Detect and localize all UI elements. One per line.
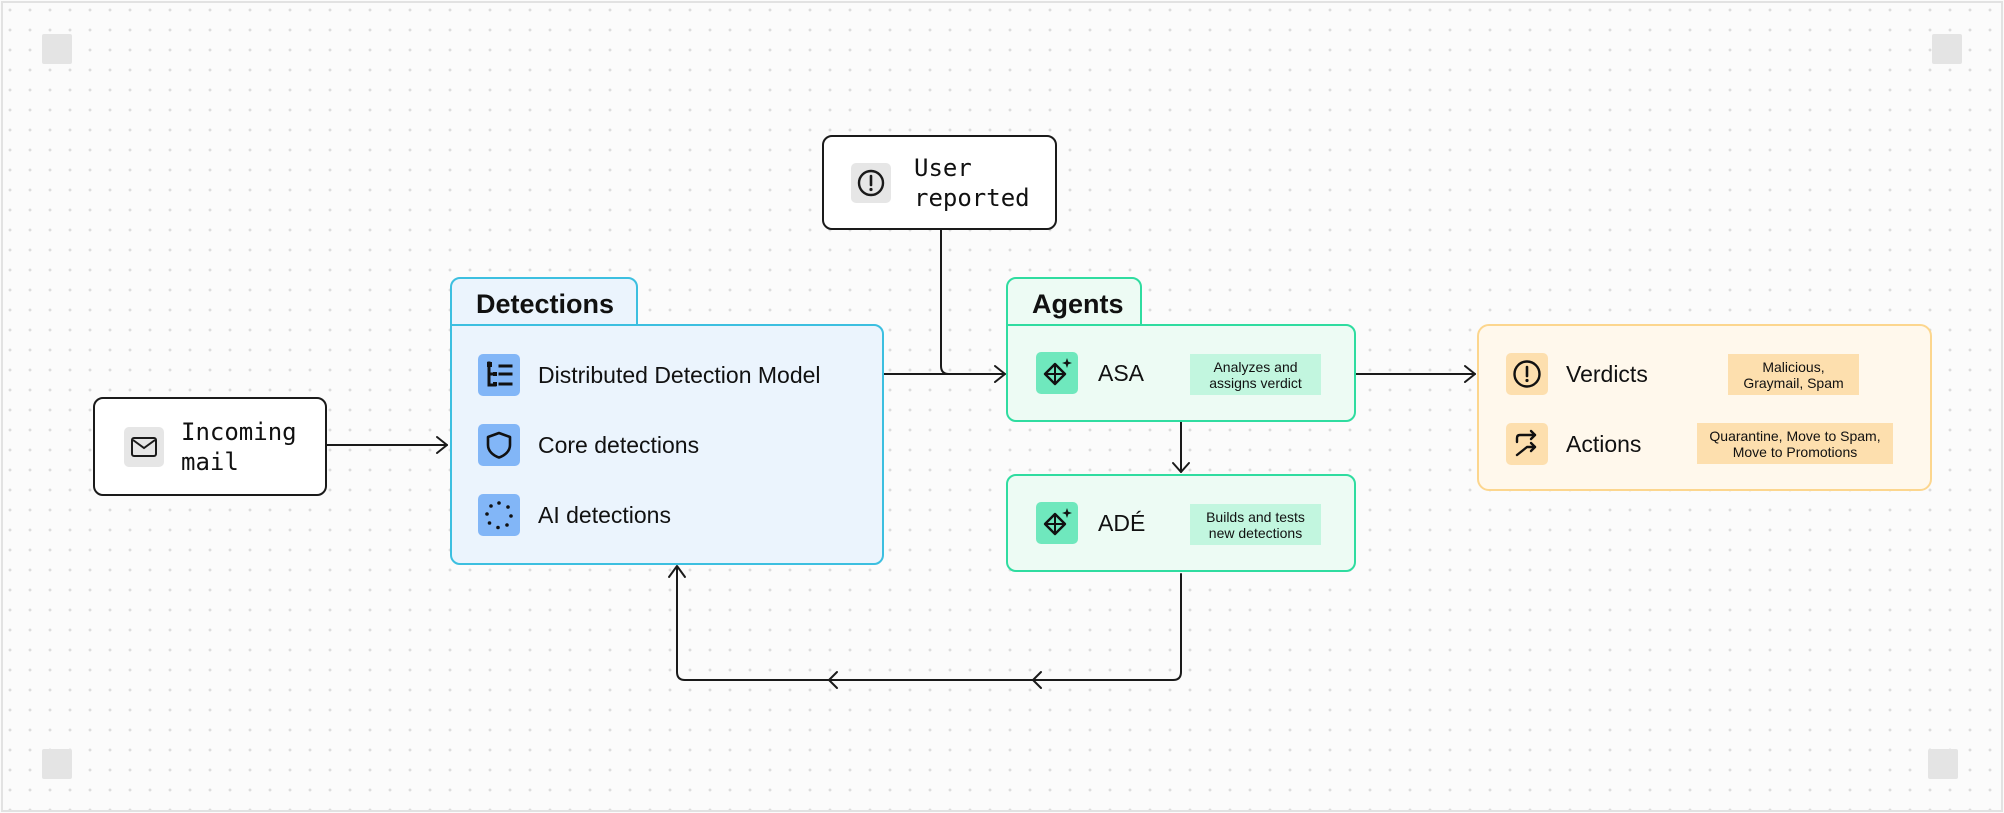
alert-circle-icon xyxy=(1506,353,1548,395)
agents-tab: Agents xyxy=(1006,277,1142,327)
ade-agent-card: ADÉ Builds and tests new detections xyxy=(1006,474,1356,572)
outputs-panel: Verdicts Malicious, Graymail, Spam Actio… xyxy=(1477,324,1932,491)
detections-panel: Distributed Detection Model Core detecti… xyxy=(450,324,884,565)
asa-row: ASA xyxy=(1036,352,1144,394)
user-reported-label: User reported xyxy=(914,153,1030,212)
redirect-arrows-icon xyxy=(1506,423,1548,465)
detection-item-label: Core detections xyxy=(538,431,700,458)
detection-item: Core detections xyxy=(478,424,699,466)
user-reported-node: User reported xyxy=(822,135,1057,230)
detection-item: Distributed Detection Model xyxy=(478,354,821,396)
ade-label: ADÉ xyxy=(1098,509,1146,536)
sparkle-diamond-icon xyxy=(1036,352,1078,394)
corner-handle-bottom-left xyxy=(42,749,72,779)
corner-handle-bottom-right xyxy=(1928,749,1958,779)
detection-item: AI detections xyxy=(478,494,671,536)
verdicts-label: Verdicts xyxy=(1566,360,1648,387)
verdicts-row: Verdicts xyxy=(1506,353,1648,395)
edge-ade-feedback-to-detections xyxy=(676,567,1182,681)
actions-row: Actions xyxy=(1506,423,1641,465)
actions-label: Actions xyxy=(1566,430,1642,457)
detection-item-label: Distributed Detection Model xyxy=(538,361,821,388)
incoming-mail-label: Incoming mail xyxy=(181,417,297,476)
asa-label: ASA xyxy=(1098,359,1145,386)
detections-tab: Detections xyxy=(450,277,638,327)
sparkle-diamond-icon xyxy=(1036,502,1078,544)
tree-list-icon xyxy=(478,354,520,396)
incoming-mail-node: Incoming mail xyxy=(93,397,327,496)
ade-description-badge: Builds and tests new detections xyxy=(1190,504,1321,545)
corner-handle-top-right xyxy=(1932,34,1962,64)
agents-title: Agents xyxy=(1032,289,1124,319)
edge-user-reported-to-asa xyxy=(940,229,950,375)
detections-title: Detections xyxy=(476,289,615,319)
alert-circle-icon xyxy=(851,162,891,203)
ade-row: ADÉ xyxy=(1036,502,1145,544)
shield-icon xyxy=(478,424,520,466)
dotted-circle-icon xyxy=(478,494,520,536)
verdicts-badge: Malicious, Graymail, Spam xyxy=(1728,354,1859,395)
mail-icon xyxy=(124,426,164,467)
asa-agent-card: ASA Analyzes and assigns verdict xyxy=(1006,324,1356,422)
corner-handle-top-left xyxy=(42,34,72,64)
asa-description-badge: Analyzes and assigns verdict xyxy=(1190,354,1321,395)
actions-badge: Quarantine, Move to Spam, Move to Promot… xyxy=(1697,423,1893,464)
detection-item-label: AI detections xyxy=(538,501,671,528)
